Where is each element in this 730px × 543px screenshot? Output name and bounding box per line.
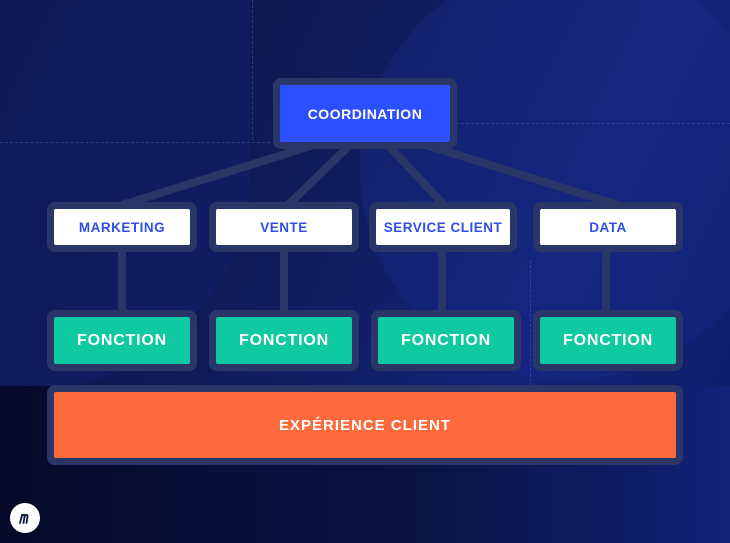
background-dashed-line <box>456 123 730 124</box>
experience-client-box: EXPÉRIENCE CLIENT <box>54 392 676 458</box>
brand-logo-glyph <box>19 513 29 524</box>
function-node: FONCTION <box>371 310 521 371</box>
background-dashed-line <box>0 142 270 143</box>
department-node-marketing: MARKETING <box>47 202 197 252</box>
experience-client-label: EXPÉRIENCE CLIENT <box>278 416 452 434</box>
function-node: FONCTION <box>209 310 359 371</box>
coordination-box: COORDINATION <box>280 85 450 142</box>
department-node-vente: VENTE <box>209 202 359 252</box>
department-label: SERVICE CLIENT <box>383 219 503 235</box>
function-node: FONCTION <box>47 310 197 371</box>
department-node-service-client: SERVICE CLIENT <box>369 202 517 252</box>
department-box: VENTE <box>216 209 352 245</box>
foundation-node: EXPÉRIENCE CLIENT <box>47 385 683 465</box>
function-node: FONCTION <box>533 310 683 371</box>
department-box: SERVICE CLIENT <box>376 209 510 245</box>
function-label: FONCTION <box>401 331 491 349</box>
function-label: FONCTION <box>563 331 653 349</box>
connector-root-marketing <box>120 136 332 209</box>
function-box: FONCTION <box>216 317 352 364</box>
department-label: MARKETING <box>78 219 166 235</box>
brand-logo-icon <box>10 503 40 533</box>
function-label: FONCTION <box>77 331 167 349</box>
function-box: FONCTION <box>54 317 190 364</box>
department-node-data: DATA <box>533 202 683 252</box>
function-box: FONCTION <box>378 317 514 364</box>
department-box: MARKETING <box>54 209 190 245</box>
root-node: COORDINATION <box>273 78 457 149</box>
background-dashed-line <box>530 260 531 386</box>
department-label: VENTE <box>260 219 308 235</box>
department-box: DATA <box>540 209 676 245</box>
connector-root-data <box>408 136 620 209</box>
connector-root-vente <box>285 142 353 208</box>
connector-root-service-client <box>385 142 447 208</box>
background-dashed-line <box>252 0 253 140</box>
department-label: DATA <box>589 219 627 235</box>
function-box: FONCTION <box>540 317 676 364</box>
coordination-label: COORDINATION <box>307 105 423 122</box>
function-label: FONCTION <box>239 331 329 349</box>
